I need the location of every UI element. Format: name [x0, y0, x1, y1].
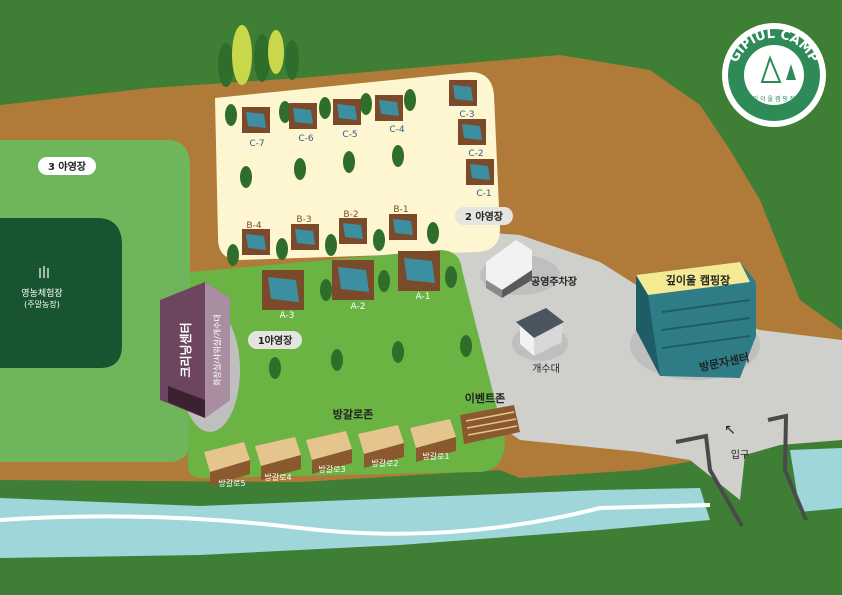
- bungalow-4[interactable]: 방갈로4: [255, 437, 301, 482]
- sink-building[interactable]: [516, 308, 564, 356]
- site-label-c1: C-1: [476, 189, 491, 199]
- sink-label: 개수대: [532, 363, 560, 375]
- bungalow-label-3: 방갈로3: [318, 464, 345, 474]
- tent-site-b3[interactable]: B-3: [291, 215, 319, 250]
- bungalow-3[interactable]: 방갈로3: [306, 431, 352, 474]
- site-label-c5: C-5: [342, 130, 357, 140]
- site-label-c6: C-6: [298, 134, 314, 144]
- site-label-b3: B-3: [296, 215, 311, 225]
- tent-site-c5[interactable]: C-5: [333, 99, 361, 140]
- clean-center-building[interactable]: [160, 282, 230, 418]
- bungalow-label-4: 방갈로4: [264, 472, 291, 482]
- parking-building[interactable]: [486, 240, 532, 298]
- tent-logo-icon: [760, 55, 782, 83]
- zone-2-badge: 2 야영장: [455, 207, 513, 225]
- bungalow-label-5: 방갈로5: [218, 478, 245, 488]
- zone-1-label: 1야영장: [258, 334, 293, 347]
- tent-site-c3[interactable]: C-3: [449, 80, 477, 120]
- site-label-a3: A-3: [280, 311, 295, 321]
- zone-3-badge: 3 야영장: [38, 157, 96, 175]
- farm-field: [0, 218, 122, 368]
- farm-icon: [39, 266, 49, 278]
- bungalow-1[interactable]: 방갈로1: [410, 419, 456, 462]
- bungalow-5[interactable]: 방갈로5: [204, 442, 250, 488]
- tent-site-c1[interactable]: C-1: [466, 159, 494, 199]
- farm-label: 영농체험장: [21, 288, 62, 299]
- zone-2-label: 2 야영장: [465, 210, 504, 223]
- gipiul-camp-logo: GIPIUL CAMP 깊 이 울 캠 핑 장: [722, 23, 826, 127]
- tree-logo-icon: [786, 64, 796, 80]
- zone-3-label: 3 야영장: [48, 160, 87, 173]
- river-east: [790, 448, 842, 512]
- bridge-rail-right: [767, 413, 808, 521]
- bungalow-label-2: 방갈로2: [371, 458, 398, 468]
- event-zone-deck[interactable]: [460, 405, 520, 444]
- site-label-b2: B-2: [343, 210, 358, 220]
- site-label-a2: A-2: [351, 302, 366, 312]
- visitor-center-building[interactable]: [636, 262, 756, 378]
- site-label-b4: B-4: [246, 221, 261, 231]
- tent-site-a1[interactable]: A-1: [398, 251, 440, 302]
- tent-site-c4[interactable]: C-4: [375, 95, 405, 135]
- tent-site-c7[interactable]: C-7: [242, 107, 270, 149]
- tent-site-b4[interactable]: B-4: [242, 221, 270, 255]
- bungalow-label-1: 방갈로1: [422, 451, 449, 461]
- clean-center-label: 크리닝센터: [178, 322, 193, 377]
- farm-sublabel: (주말농장): [24, 299, 60, 309]
- event-zone-label: 이벤트존: [465, 391, 505, 405]
- bungalow-2[interactable]: 방갈로2: [358, 425, 404, 468]
- tent-site-c6[interactable]: C-6: [289, 103, 317, 144]
- forest-top: [218, 25, 299, 87]
- logo-korean-text: 깊 이 울 캠 핑 장: [753, 95, 796, 103]
- tent-site-a2[interactable]: A-2: [332, 260, 374, 312]
- bungalow-zone-label: 방갈로존: [333, 407, 373, 421]
- entrance-arrow-icon: ↖: [724, 422, 736, 438]
- tent-site-b1[interactable]: B-1: [389, 205, 417, 240]
- parking-label: 공영주차장: [531, 275, 578, 288]
- site-label-c2: C-2: [468, 149, 483, 159]
- site-label-c4: C-4: [389, 125, 405, 135]
- tent-site-a3[interactable]: A-3: [262, 270, 304, 321]
- bridge-rail-left: [675, 433, 744, 527]
- river: [0, 488, 710, 558]
- site-label-a1: A-1: [416, 292, 431, 302]
- site-label-c7: C-7: [249, 139, 264, 149]
- tent-site-b2[interactable]: B-2: [339, 210, 367, 244]
- tent-site-c2[interactable]: C-2: [458, 119, 486, 159]
- site-label-c3: C-3: [459, 110, 474, 120]
- site-label-b1: B-1: [393, 205, 408, 215]
- river-highlight: [0, 503, 711, 536]
- trees: [225, 89, 472, 379]
- entrance-label: 입구: [731, 448, 749, 461]
- zone-1-badge: 1야영장: [248, 331, 302, 349]
- camp-name-label: 깊이울 캠핑장: [666, 273, 731, 287]
- clean-center-sublabel: 화장실/샤워실/개수대: [212, 314, 222, 386]
